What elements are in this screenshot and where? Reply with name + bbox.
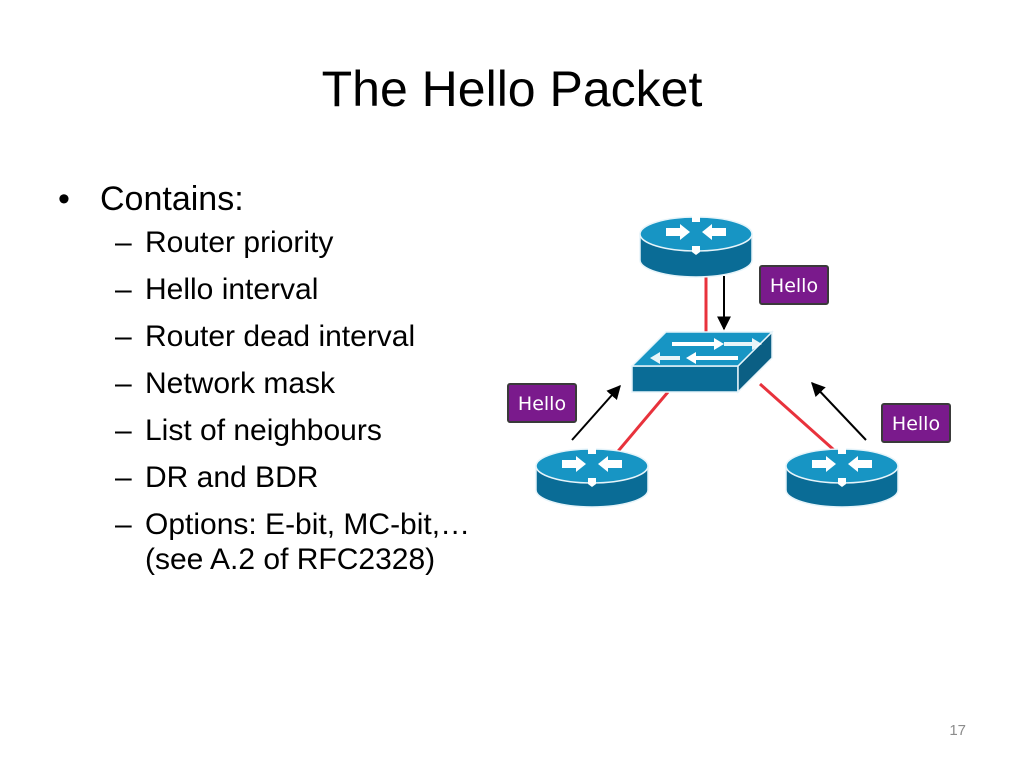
page-number: 17 [949,722,966,739]
dash-marker: – [115,273,132,307]
dash-marker: – [115,414,132,448]
hello-label-right: Hello [881,403,951,443]
hello-arrow-left [571,384,621,441]
link-switch-left-router [612,391,670,457]
slide-title: The Hello Packet [321,61,703,117]
sub-item-dr-and-bdr: – DR and BDR [115,460,478,495]
hello-label-left: Hello [507,383,577,423]
sub-item-text: DR and BDR [145,461,319,495]
dash-marker: – [115,508,132,542]
bullet-text: Contains: [100,180,244,218]
hello-label-text: Hello [892,413,940,435]
sub-item-router-dead-interval: – Router dead interval [115,319,478,354]
switch-icon [630,330,774,394]
bullet-marker: • [58,180,70,218]
sub-item-router-priority: – Router priority [115,225,478,260]
dash-marker: – [115,367,132,401]
bullet-list: • Contains: – Router priority – Hello in… [58,180,478,589]
sub-item-list-of-neighbours: – List of neighbours [115,413,478,448]
sub-item-text: Network mask [145,367,336,401]
sub-item-options: – Options: E-bit, MC-bit,… (see A.2 of R… [115,507,478,577]
sub-item-network-mask: – Network mask [115,366,478,401]
link-switch-right-router [759,382,835,452]
sub-item-text: Router dead interval [145,320,416,354]
router-icon [785,445,899,508]
sub-item-text: Router priority [145,226,334,260]
hello-label-top: Hello [759,265,829,305]
router-icon [639,213,753,278]
network-diagram: Hello Hello Hello [507,213,951,508]
hello-arrow-right [811,381,867,441]
sub-item-text: Options: E-bit, MC-bit,… (see A.2 of RFC… [145,508,471,577]
dash-marker: – [115,226,132,260]
hello-label-text: Hello [770,275,818,297]
sub-item-hello-interval: – Hello interval [115,272,478,307]
dash-marker: – [115,461,132,495]
sub-item-text: Hello interval [145,273,319,307]
sub-item-text: List of neighbours [145,414,382,448]
bullet-contains: • Contains: [58,180,478,219]
dash-marker: – [115,320,132,354]
router-icon [535,445,649,508]
sub-bullet-list: – Router priority – Hello interval – Rou… [58,225,478,577]
hello-label-text: Hello [518,393,566,415]
